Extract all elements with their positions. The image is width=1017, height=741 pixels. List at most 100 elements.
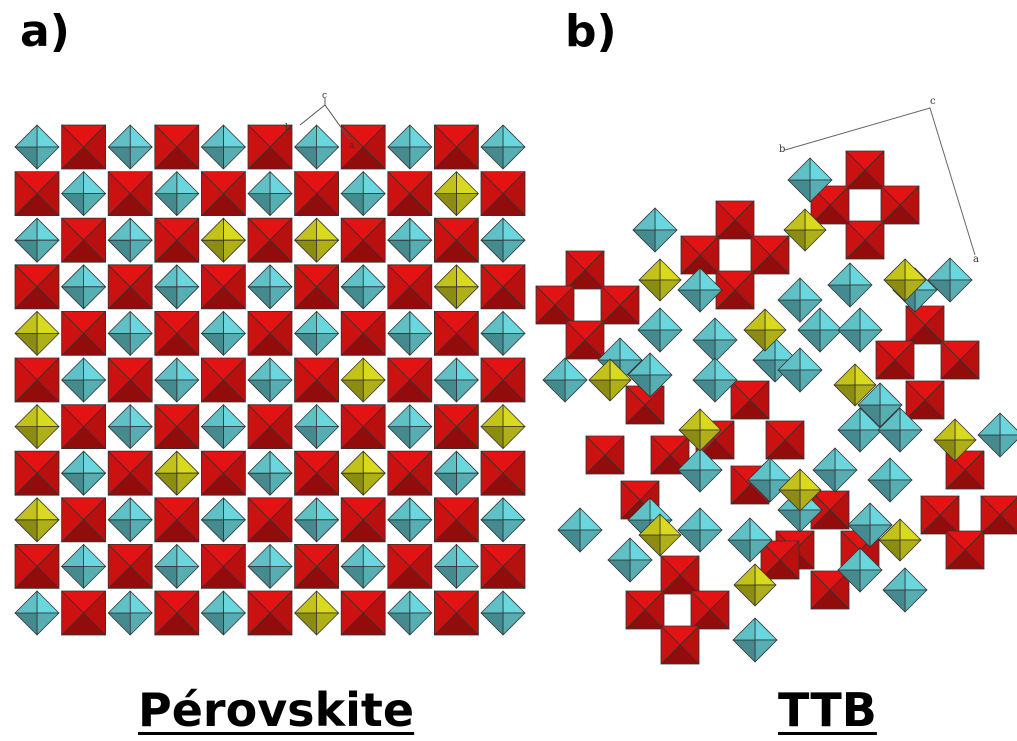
octahedron-red [845,220,885,260]
octahedron-cyan [387,310,433,356]
octahedron-cyan [677,507,723,553]
octahedron-cyan [200,404,246,450]
octahedron-cyan [387,404,433,450]
octahedron-red [200,171,246,217]
octahedron-cyan [107,217,153,263]
octahedron-cyan [61,171,106,217]
octahedron-red [387,450,433,496]
octahedron-red [875,340,915,380]
octahedron-cyan [927,257,973,303]
octahedron-red [680,235,720,275]
octahedron-cyan [837,407,883,453]
octahedron-cyan [200,124,246,170]
octahedron-red [480,171,526,217]
octahedron-red [660,555,700,595]
octahedron-red [340,497,386,543]
octahedron-cyan [107,497,153,543]
octahedron-cyan [542,357,588,403]
octahedron-red [107,544,153,589]
octahedron-yellow [783,208,827,252]
octahedron-yellow [733,563,777,607]
octahedron-red [200,544,246,589]
octahedron-red [845,150,885,190]
octahedron-cyan [154,171,200,217]
ttb-axis-c: c [930,96,936,107]
octahedron-cyan [107,590,153,636]
octahedron-red [107,450,153,496]
octahedron-cyan [200,590,246,636]
octahedron-red [433,590,479,636]
ttb-axes: c b a [779,96,979,265]
octahedron-cyan [107,310,153,356]
octahedron-cyan [294,310,340,356]
octahedron-red [750,235,790,275]
octahedron-red [980,495,1017,535]
octahedron-cyan [847,502,893,548]
octahedron-red [61,497,106,543]
perovskite-axes: c b a [285,91,355,151]
octahedron-yellow [200,217,246,263]
octahedron-red [715,200,755,240]
octahedron-cyan [247,450,293,496]
octahedron-red [810,570,850,610]
octahedron-red [154,497,200,543]
octahedron-cyan [340,264,386,310]
perovskite-axis-c: c [322,91,327,101]
octahedron-red [730,380,770,420]
perovskite-caption: Pérovskite [138,683,415,737]
octahedron-cyan [480,217,526,263]
perovskite-axis-b: b [285,123,291,133]
octahedron-red [480,450,526,496]
octahedron-cyan [480,497,526,543]
octahedron-cyan [387,217,433,263]
octahedron-cyan [797,307,843,353]
octahedron-red [14,544,60,589]
octahedron-yellow [14,310,60,356]
octahedron-yellow [638,258,682,302]
octahedron-red [480,264,526,310]
octahedron-red [154,404,200,450]
octahedron-red [247,404,293,450]
octahedron-yellow [340,357,386,403]
octahedron-red [294,544,340,589]
octahedron-cyan [637,307,683,353]
octahedron-red [61,310,106,356]
octahedron-cyan [433,544,479,589]
ttb-axis-a: a [973,254,979,265]
octahedron-red [294,171,340,217]
octahedron-red [760,540,800,580]
panel-b-label: b) [565,6,617,57]
octahedron-cyan [387,497,433,543]
octahedron-red [585,435,625,475]
octahedron-cyan [882,567,928,613]
octahedron-cyan [340,544,386,589]
octahedron-cyan [200,497,246,543]
octahedron-red [154,590,200,636]
octahedron-cyan [61,357,106,403]
octahedron-red [14,357,60,403]
octahedron-cyan [677,447,723,493]
octahedron-cyan [827,262,873,308]
octahedron-yellow [588,358,632,402]
octahedron-cyan [433,450,479,496]
ttb-structure [535,150,1017,665]
octahedron-yellow [638,513,682,557]
octahedron-red [294,357,340,403]
octahedron-yellow [154,450,200,496]
octahedron-red [107,357,153,403]
octahedron-red [625,590,665,630]
octahedron-red [247,590,293,636]
octahedron-yellow [833,363,877,407]
octahedron-red [340,404,386,450]
octahedron-red [340,217,386,263]
perovskite-structure [14,124,526,636]
octahedron-yellow [743,308,787,352]
octahedron-red [200,450,246,496]
octahedron-red [433,217,479,263]
octahedron-red [433,310,479,356]
octahedron-cyan [14,590,60,636]
octahedron-cyan [857,382,903,428]
octahedron-red [61,124,106,170]
octahedron-yellow [878,518,922,562]
